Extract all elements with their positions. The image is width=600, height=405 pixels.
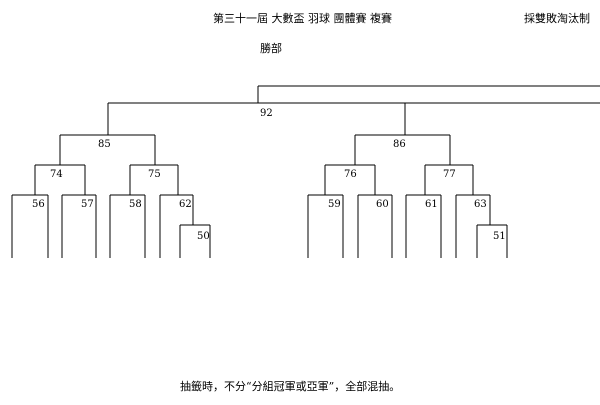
match-number: 56 — [32, 199, 45, 210]
match-number: 60 — [376, 199, 389, 210]
match-number: 63 — [474, 199, 487, 210]
match-number: 85 — [98, 139, 111, 150]
match-number: 57 — [81, 199, 94, 210]
section-label: 勝部 — [260, 42, 282, 55]
match-number: 61 — [425, 199, 438, 210]
match-number: 50 — [197, 231, 210, 242]
match-number: 76 — [344, 169, 357, 180]
format-subtitle: 採雙敗淘汰制 — [524, 12, 590, 25]
footnote: 抽籤時，不分“分組冠軍或亞軍”，全部混抽。 — [180, 380, 401, 393]
page-title: 第三十一屆 大數盃 羽球 團體賽 複賽 — [213, 12, 392, 25]
match-number: 62 — [179, 199, 192, 210]
match-number: 59 — [328, 199, 341, 210]
match-number: 77 — [443, 169, 456, 180]
match-number: 75 — [148, 169, 161, 180]
match-number: 74 — [50, 169, 63, 180]
match-number: 58 — [129, 199, 142, 210]
match-number: 51 — [493, 231, 506, 242]
match-number: 92 — [260, 108, 273, 119]
match-number: 86 — [393, 139, 406, 150]
